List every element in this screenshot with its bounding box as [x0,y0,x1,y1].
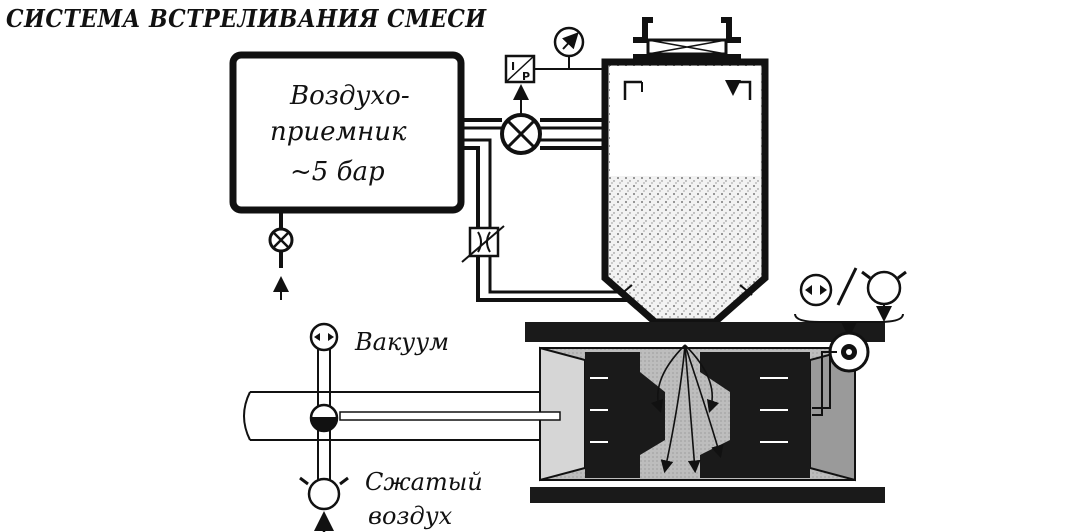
pressure-transducer: I P [504,54,602,84]
receiver-label-2: приемник [270,117,407,147]
bottom-plate [530,487,885,503]
receiver-label-3: ~5 бар [290,157,385,187]
compressed-air-label-2: воздух [368,502,453,530]
throttle-valve [461,225,505,263]
core-box [539,344,856,482]
air-receiver: Воздухо- приемник ~5 бар [229,51,465,214]
right-selector [794,267,907,338]
svg-text:I: I [511,60,515,73]
vacuum-pump-icon [309,322,339,352]
svg-text:P: P [522,70,530,83]
page-title: СИСТЕМА ВСТРЕЛИВАНИЯ СМЕСИ [6,4,487,33]
compressed-air-label-1: Сжатый [365,468,483,496]
exhaust-pipe [243,391,561,441]
shooting-valve [500,84,542,155]
pressure-gauge-icon [553,26,585,58]
inlet-valve [268,210,294,300]
sand-hopper [601,58,769,326]
shooting-plate [525,322,885,342]
hopper-lid [633,17,741,62]
compressor-icon [299,476,349,532]
vacuum-label: Вакуум [354,328,449,356]
air-pipes [461,118,630,302]
receiver-label-1: Воздухо- [289,81,410,111]
rotary-valve-icon [812,331,870,416]
switching-valve [309,345,339,480]
